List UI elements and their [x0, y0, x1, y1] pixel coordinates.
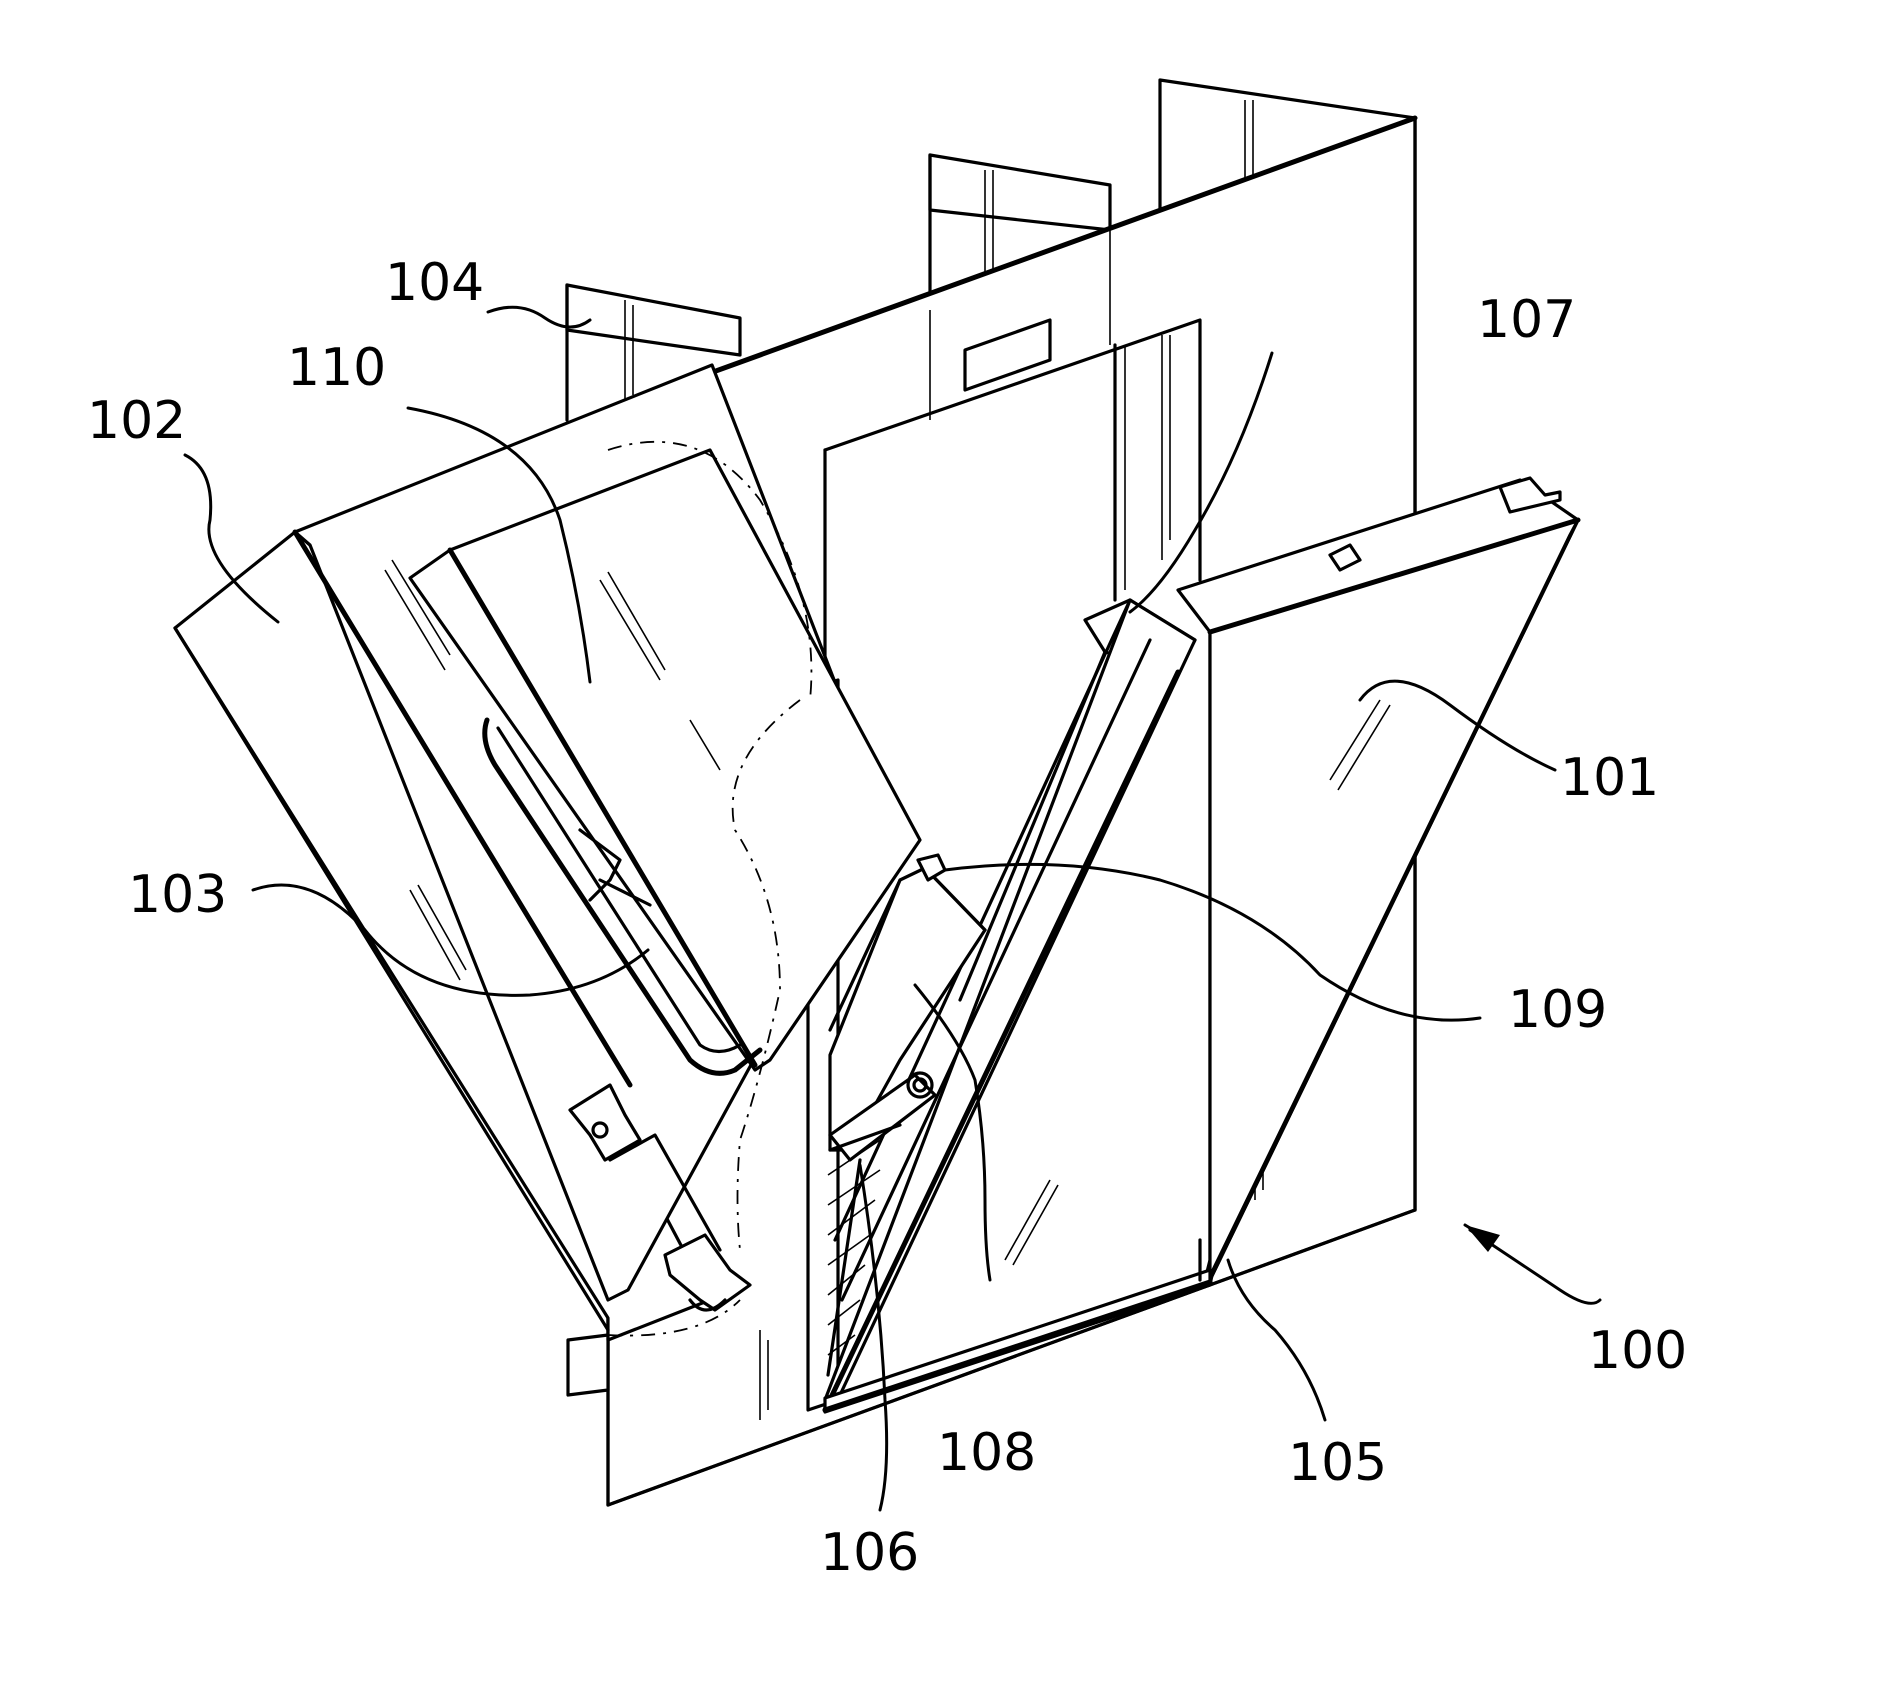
label-103: 103	[128, 865, 227, 925]
label-109: 109	[1508, 980, 1607, 1040]
leader-105	[1228, 1260, 1325, 1420]
label-108: 108	[937, 1423, 1036, 1483]
label-110: 110	[287, 338, 386, 398]
label-107: 107	[1477, 290, 1576, 350]
label-101: 101	[1560, 748, 1659, 808]
label-104: 104	[385, 253, 484, 313]
label-105: 105	[1288, 1433, 1387, 1493]
label-102: 102	[87, 391, 186, 451]
label-100: 100	[1588, 1321, 1687, 1381]
label-106: 106	[820, 1523, 919, 1583]
